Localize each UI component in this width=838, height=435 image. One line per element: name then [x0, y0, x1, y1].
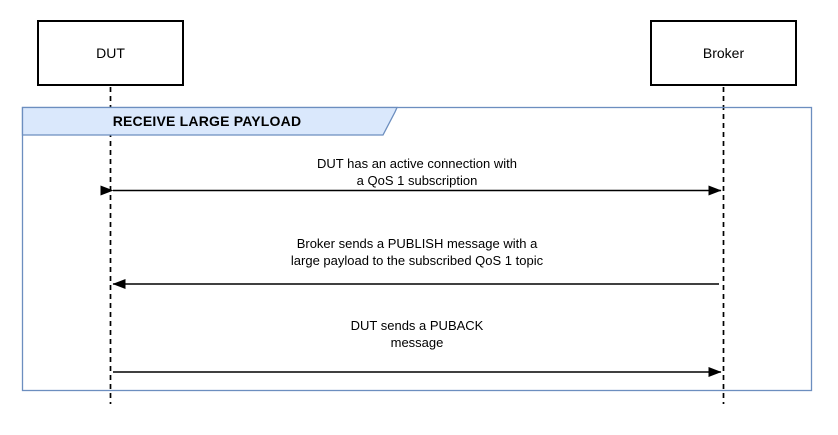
message-line: large payload to the subscribed QoS 1 to… — [290, 253, 544, 268]
frame-label: RECEIVE LARGE PAYLOAD — [112, 113, 302, 129]
actor-label-broker: Broker — [702, 45, 745, 61]
message-line: DUT sends a PUBACK — [350, 318, 484, 333]
frame-label-shape — [21, 106, 399, 136]
actor-label-dut: DUT — [96, 45, 125, 61]
message-line: a QoS 1 subscription — [356, 173, 478, 188]
actor-box-broker: Broker — [650, 20, 797, 86]
message-label-2: DUT sends a PUBACK message — [110, 317, 724, 351]
message-line: Broker sends a PUBLISH message with a — [296, 236, 538, 251]
message-label-0: DUT has an active connection with a QoS … — [110, 155, 724, 189]
message-label-1: Broker sends a PUBLISH message with a la… — [110, 235, 724, 269]
interaction-frame — [21, 106, 813, 392]
message-line: message — [390, 335, 444, 350]
message-line: DUT has an active connection with — [317, 156, 517, 171]
actor-box-dut: DUT — [37, 20, 184, 86]
